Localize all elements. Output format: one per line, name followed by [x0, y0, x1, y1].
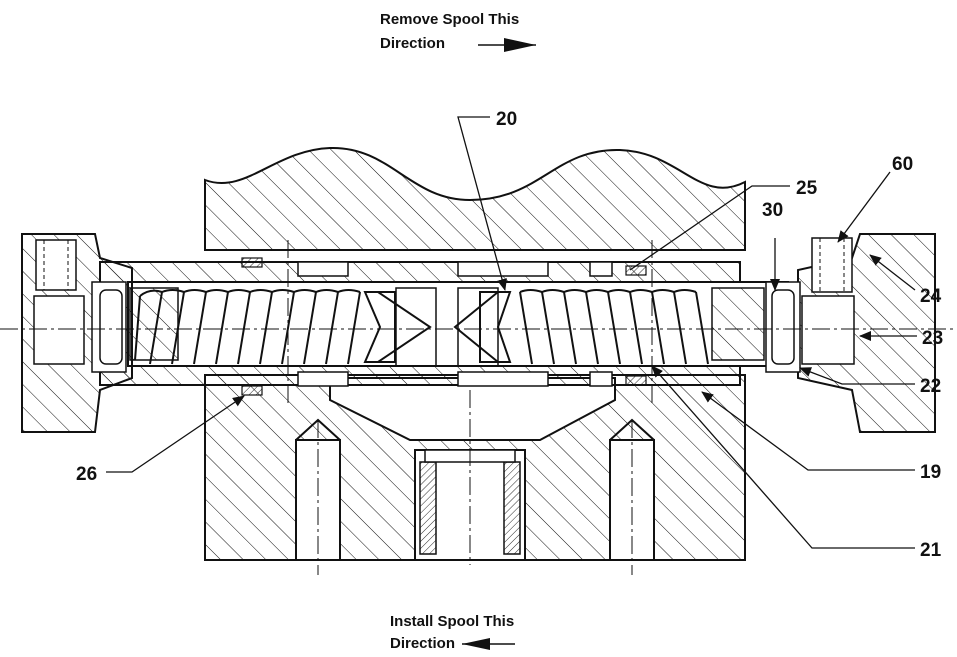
remove-direction-note: Remove Spool This Direction — [380, 11, 536, 52]
callout-60: 60 — [892, 154, 913, 175]
right-end-cap — [765, 233, 936, 433]
center-lines — [0, 240, 957, 575]
leader-lines — [106, 116, 917, 549]
install-note-line2: Direction — [390, 635, 455, 652]
callout-30: 30 — [762, 200, 783, 221]
install-direction-note: Install Spool This Direction — [390, 613, 515, 652]
callout-24: 24 — [920, 286, 942, 307]
spool-sleeve — [99, 257, 789, 396]
right-spring — [519, 289, 709, 365]
callout-25: 25 — [796, 178, 818, 199]
callout-19: 19 — [920, 462, 941, 483]
spool — [363, 287, 512, 367]
callout-22: 22 — [920, 376, 941, 397]
remove-note-line1: Remove Spool This — [380, 11, 519, 28]
callout-20: 20 — [496, 109, 517, 130]
callout-21: 21 — [920, 540, 942, 561]
remove-arrowhead-icon — [504, 38, 536, 52]
remove-note-line2: Direction — [380, 35, 445, 52]
left-end-cap — [21, 233, 133, 433]
valve-body — [204, 146, 746, 561]
install-arrowhead-icon — [462, 638, 490, 650]
callout-23: 23 — [922, 328, 943, 349]
callout-26: 26 — [76, 464, 97, 485]
install-note-line1: Install Spool This — [390, 613, 514, 630]
